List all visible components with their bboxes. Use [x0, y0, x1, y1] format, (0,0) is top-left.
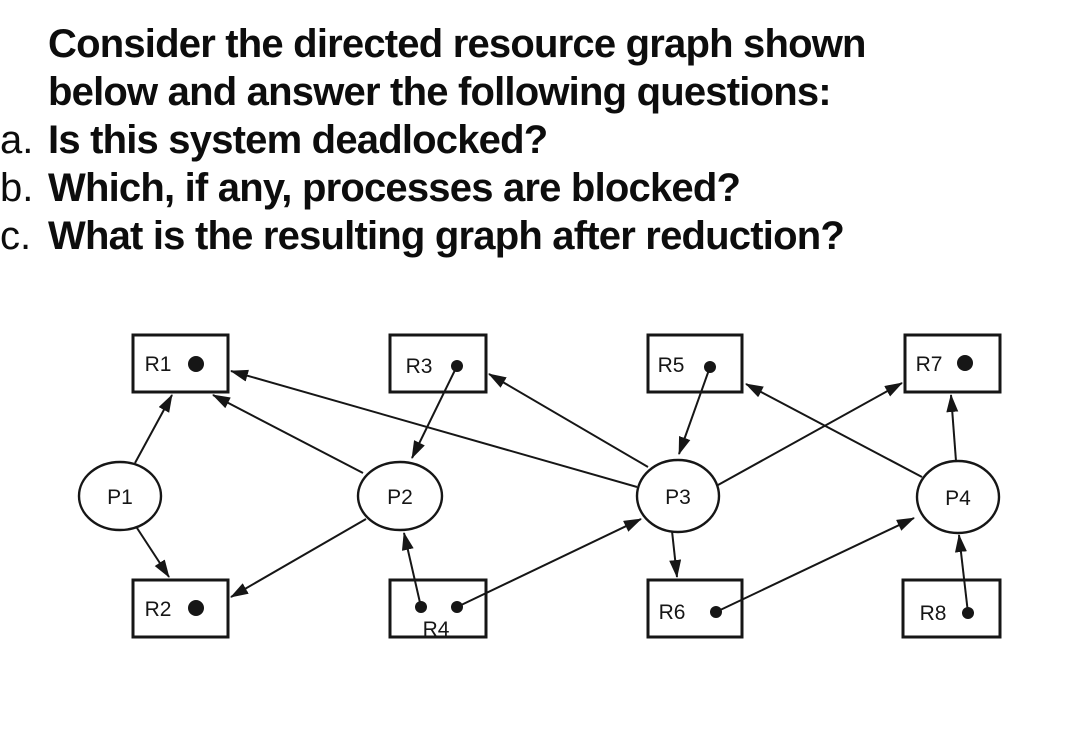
- resource-R7-box: [903, 333, 1002, 394]
- resource-R3-label: R3: [406, 355, 433, 378]
- resource-R6-label: R6: [659, 601, 686, 624]
- question-marker-b: b.: [0, 166, 34, 210]
- question-text-b: Which, if any, processes are blocked?: [48, 166, 741, 210]
- resource-R8-unit-dot-1: [962, 607, 974, 619]
- resource-R7-unit-dot-1: [957, 355, 973, 371]
- edge-P3-R7-request: [717, 382, 903, 486]
- edge-R4-P3-allocation: [456, 518, 642, 608]
- process-P2-circle: [356, 460, 444, 532]
- resource-R2-box: [131, 578, 230, 639]
- edge-R6-P4-allocation: [715, 517, 915, 613]
- resource-R5-label: R5: [658, 354, 685, 377]
- resource-R4-label: R4: [423, 618, 450, 641]
- question-marker-c: c.: [0, 214, 32, 258]
- resource-R4-unit-dot-1: [415, 601, 427, 613]
- edge-P2-R1-request: [212, 394, 364, 474]
- resource-R4-unit-dot-2: [451, 601, 463, 613]
- resource-R3-box: [388, 333, 488, 394]
- resource-R3-unit-dot-1: [451, 360, 463, 372]
- resource-R7-label: R7: [916, 353, 943, 376]
- edge-R5-P3-allocation: [678, 366, 711, 455]
- question-item-c: c. What is the resulting graph after red…: [0, 212, 1080, 260]
- resource-R6-box: [646, 578, 744, 639]
- edge-R3-P2-allocation: [411, 365, 458, 459]
- edge-P1-R2-request: [136, 527, 170, 578]
- edge-P1-R1-request: [134, 394, 173, 464]
- resource-R6-unit-dot-1: [710, 606, 722, 618]
- edge-R4-P2-allocation: [401, 532, 422, 608]
- question-intro-text-1: Consider the directed resource graph sho…: [48, 22, 867, 66]
- question-text-a: Is this system deadlocked?: [48, 118, 548, 162]
- question-intro-line-2: below and answer the following questions…: [0, 68, 1080, 116]
- question-intro-text-2: below and answer the following questions…: [48, 70, 832, 114]
- edge-R8-P4-allocation: [954, 534, 969, 614]
- resource-R1-label: R1: [145, 353, 172, 376]
- resource-R1-unit-dot-1: [188, 356, 204, 372]
- resource-R2-unit-dot-1: [188, 600, 204, 616]
- resource-R5-box: [646, 333, 744, 394]
- process-P1-label: P1: [107, 486, 133, 509]
- question-item-b: b. Which, if any, processes are blocked?: [0, 164, 1080, 212]
- question-block: Consider the directed resource graph sho…: [0, 20, 1080, 260]
- question-text-c: What is the resulting graph after reduct…: [48, 214, 845, 258]
- process-P3-label: P3: [665, 486, 691, 509]
- edge-P3-R6-request: [669, 530, 682, 578]
- resource-R5-unit-dot-1: [704, 361, 716, 373]
- edge-P3-R3-request: [488, 373, 649, 468]
- question-item-a: a. Is this system deadlocked?: [0, 116, 1080, 164]
- resource-R2-label: R2: [145, 598, 172, 621]
- question-marker-a: a.: [0, 118, 34, 162]
- process-P1-circle: [77, 460, 163, 532]
- edge-P4-R5-request: [745, 383, 923, 478]
- process-P4-circle: [915, 459, 1001, 535]
- question-intro-line-1: Consider the directed resource graph sho…: [0, 20, 1080, 68]
- process-P2-label: P2: [387, 486, 413, 509]
- edge-P4-R7-request: [946, 394, 959, 462]
- edge-P3-R1-request: [230, 369, 638, 488]
- process-P3-circle: [635, 458, 721, 534]
- process-P4-label: P4: [945, 487, 971, 510]
- resource-R8-label: R8: [920, 602, 947, 625]
- edge-P2-R2-request: [230, 518, 367, 598]
- resource-R8-box: [901, 578, 1002, 639]
- resource-R1-box: [131, 333, 230, 394]
- resource-R4-box: [388, 578, 488, 639]
